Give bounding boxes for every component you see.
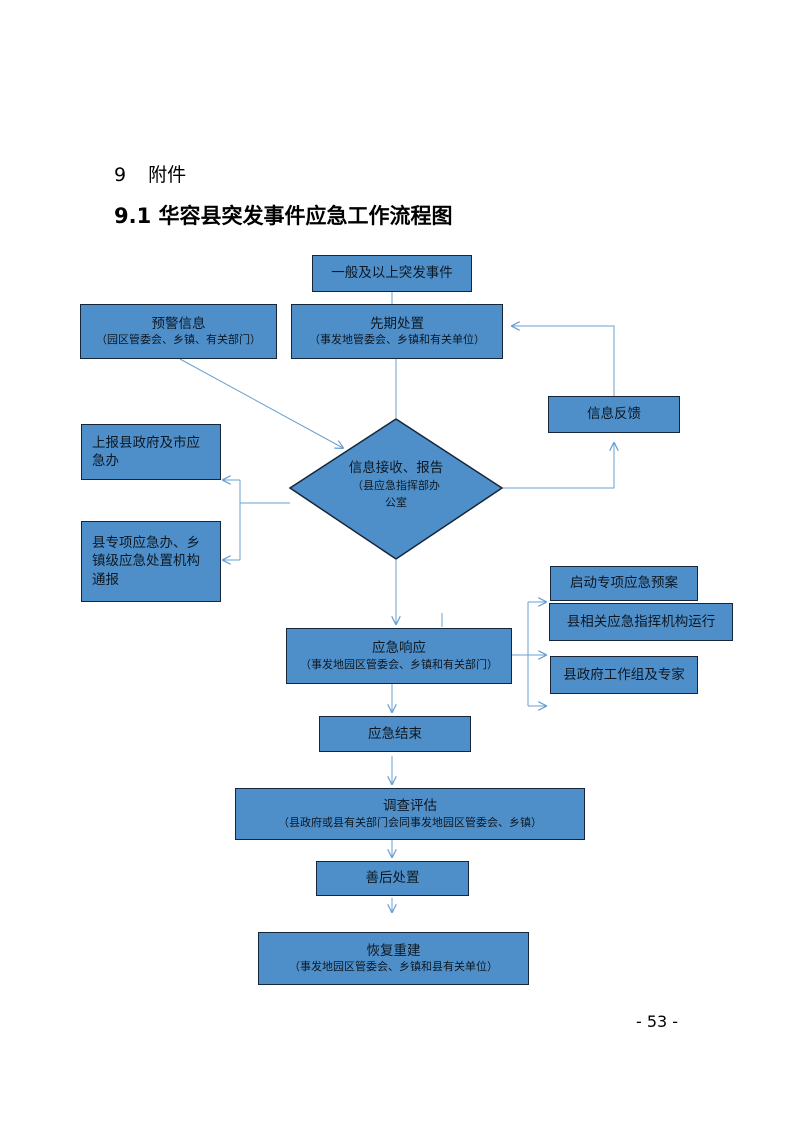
node-report-up: 上报县政府及市应急办 bbox=[81, 424, 221, 480]
section-label: 附件 bbox=[148, 164, 187, 186]
arrow-warning-receive bbox=[179, 358, 343, 448]
page-number: - 53 - bbox=[636, 1012, 679, 1031]
node-initial: 先期处置 （事发地管委会、乡镇和有关单位） bbox=[291, 304, 503, 359]
arrow-receive-feedback bbox=[502, 443, 614, 489]
node-response: 应急响应 （事发地园区管委会、乡镇和有关部门） bbox=[286, 628, 512, 684]
node-plan: 启动专项应急预案 bbox=[550, 566, 698, 601]
node-event: 一般及以上突发事件 bbox=[312, 255, 472, 292]
decision-diamond bbox=[288, 418, 504, 560]
node-aftermath: 善后处置 bbox=[316, 861, 469, 896]
node-receive: 信息接收、报告 （县应急指挥部办 公室 bbox=[348, 460, 444, 509]
arrow-feedback-initial bbox=[512, 326, 615, 396]
node-end: 应急结束 bbox=[319, 716, 471, 752]
node-team: 县政府工作组及专家 bbox=[550, 656, 698, 694]
node-command: 县相关应急指挥机构运行 bbox=[549, 603, 733, 641]
section-number: 9 bbox=[114, 164, 127, 186]
section-heading: 9 附件 bbox=[114, 160, 186, 187]
page-title: 9.1 华容县突发事件应急工作流程图 bbox=[114, 204, 453, 228]
node-feedback: 信息反馈 bbox=[548, 396, 680, 433]
node-report-down: 县专项应急办、乡镇级应急处置机构通报 bbox=[81, 521, 221, 602]
node-warning: 预警信息 （园区管委会、乡镇、有关部门） bbox=[80, 304, 277, 359]
node-rebuild: 恢复重建 （事发地园区管委会、乡镇和县有关单位） bbox=[258, 932, 529, 985]
node-assess: 调查评估 （县政府或县有关部门会同事发地园区管委会、乡镇） bbox=[235, 788, 585, 840]
